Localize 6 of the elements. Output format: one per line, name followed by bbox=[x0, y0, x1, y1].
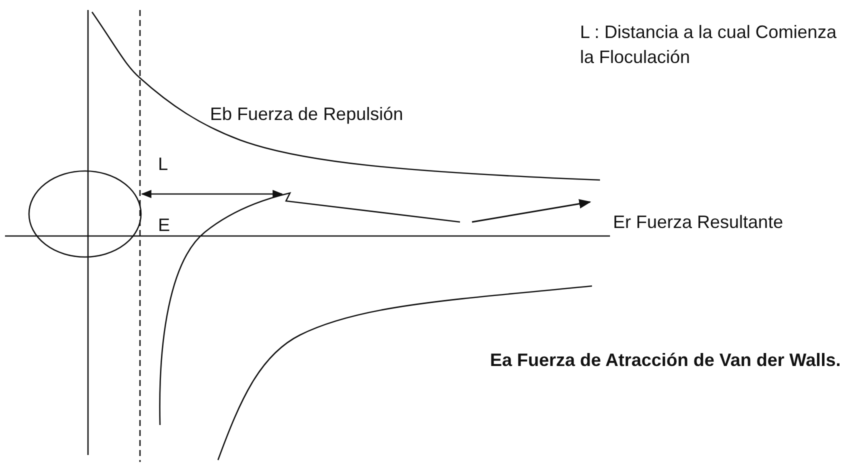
curve-label: Ea Fuerza de Atracción de Van der Walls. bbox=[490, 349, 841, 372]
curve-label: Eb Fuerza de Repulsión bbox=[210, 103, 404, 126]
curve-label: Er Fuerza Resultante bbox=[613, 211, 784, 234]
legend-note: L : Distancia a la cual Comienza la Floculación bbox=[580, 21, 838, 69]
axis-label: E bbox=[158, 214, 170, 237]
dimension-label: L bbox=[158, 153, 168, 176]
